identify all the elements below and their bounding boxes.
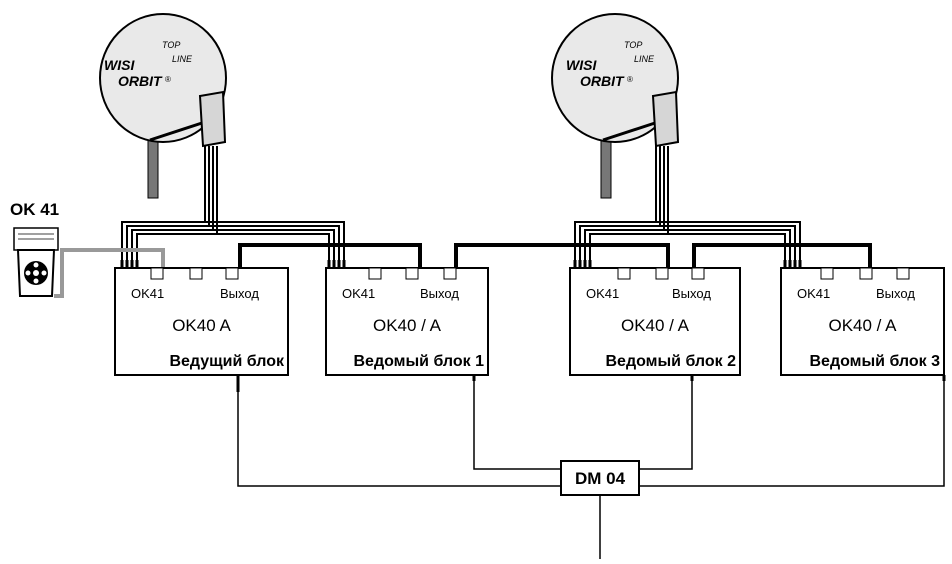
port-socket xyxy=(368,267,382,280)
lnb-input-connector xyxy=(588,260,592,268)
dm04-bus xyxy=(237,375,945,559)
dish-reg-mark: ® xyxy=(627,75,633,84)
port-label-ok41: OK41 xyxy=(342,286,375,301)
dish1-downleads xyxy=(121,146,345,268)
lnb-input-connector xyxy=(342,260,346,268)
unit-box xyxy=(569,267,741,376)
port-socket xyxy=(405,267,419,280)
dish-arm xyxy=(149,120,206,142)
lnb-input-connector xyxy=(332,260,336,268)
satellite-dish-1: WISI ORBIT ® TOP LINE xyxy=(99,13,345,268)
port-socket xyxy=(225,267,239,280)
port-socket xyxy=(150,267,164,280)
lnb-input-connector xyxy=(793,260,797,268)
dish-line-label: LINE xyxy=(634,54,655,64)
ok41-device: OK 41 xyxy=(10,200,165,298)
lnb-input-connector xyxy=(783,260,787,268)
port-label-output: Выход xyxy=(672,286,711,301)
dish-reflector xyxy=(99,13,227,143)
port-label-output: Выход xyxy=(420,286,459,301)
lnb-input-connector xyxy=(130,260,134,268)
unit-model: OK40 A xyxy=(172,316,231,335)
port-label-output: Выход xyxy=(220,286,259,301)
dish-brand-wisi: WISI xyxy=(104,57,135,73)
dish-mast xyxy=(600,139,612,199)
unit-model: OK40 / A xyxy=(373,316,442,335)
port-label-ok41: OK41 xyxy=(586,286,619,301)
port-label-ok41: OK41 xyxy=(797,286,830,301)
lnb-input-connector xyxy=(578,260,582,268)
port-label-output: Выход xyxy=(876,286,915,301)
lnb-input-connector xyxy=(125,260,129,268)
dish-brand-orbit: ORBIT xyxy=(580,73,625,89)
lnb-input-connector xyxy=(788,260,792,268)
unit-box xyxy=(780,267,945,376)
lnb-input-connector xyxy=(583,260,587,268)
port-socket xyxy=(859,267,873,280)
dish-reflector xyxy=(551,13,679,143)
unit-role: Ведомый блок 1 xyxy=(353,353,484,370)
port-label-ok41: OK41 xyxy=(131,286,164,301)
port-socket xyxy=(896,267,910,280)
dish-line-label: LINE xyxy=(172,54,193,64)
port-socket xyxy=(189,267,203,280)
unit-control-stubs xyxy=(236,375,946,392)
unit-model: OK40 / A xyxy=(621,316,690,335)
unit-box xyxy=(114,267,289,376)
port-socket xyxy=(691,267,705,280)
unit-role: Ведомый блок 2 xyxy=(605,353,736,370)
lnb-input-connector xyxy=(135,260,139,268)
dish-top-label: TOP xyxy=(624,40,642,50)
ok41-cable xyxy=(54,248,165,298)
dish-arm xyxy=(602,120,659,142)
dish-top-label: TOP xyxy=(162,40,180,50)
dm04-box: DM 04 xyxy=(560,460,640,496)
lnb-input-connector xyxy=(573,260,577,268)
unit-role: Ведомый блок 3 xyxy=(809,353,940,370)
unit-box xyxy=(325,267,489,376)
lnb-input-connector xyxy=(327,260,331,268)
unit-role: Ведущий блок xyxy=(169,353,285,370)
port-socket xyxy=(655,267,669,280)
lnb-input-connector xyxy=(337,260,341,268)
satellite-dish-2: WISI ORBIT ® TOP LINE xyxy=(551,13,801,268)
dish2-downleads xyxy=(574,146,801,268)
dish-reg-mark: ® xyxy=(165,75,171,84)
lnb-head xyxy=(651,90,680,148)
dish-mast xyxy=(147,139,159,199)
dish-brand-orbit: ORBIT xyxy=(118,73,163,89)
port-socket xyxy=(617,267,631,280)
lnb-head xyxy=(198,90,227,148)
lnb-input-connector xyxy=(798,260,802,268)
dm04-label: DM 04 xyxy=(575,469,626,488)
lnb-input-connector xyxy=(120,260,124,268)
dish-brand-wisi: WISI xyxy=(566,57,597,73)
port-socket xyxy=(820,267,834,280)
unit-model: OK40 / A xyxy=(828,316,897,335)
ok41-title: OK 41 xyxy=(10,200,59,219)
port-socket xyxy=(443,267,457,280)
loop-through-cables xyxy=(238,243,872,268)
